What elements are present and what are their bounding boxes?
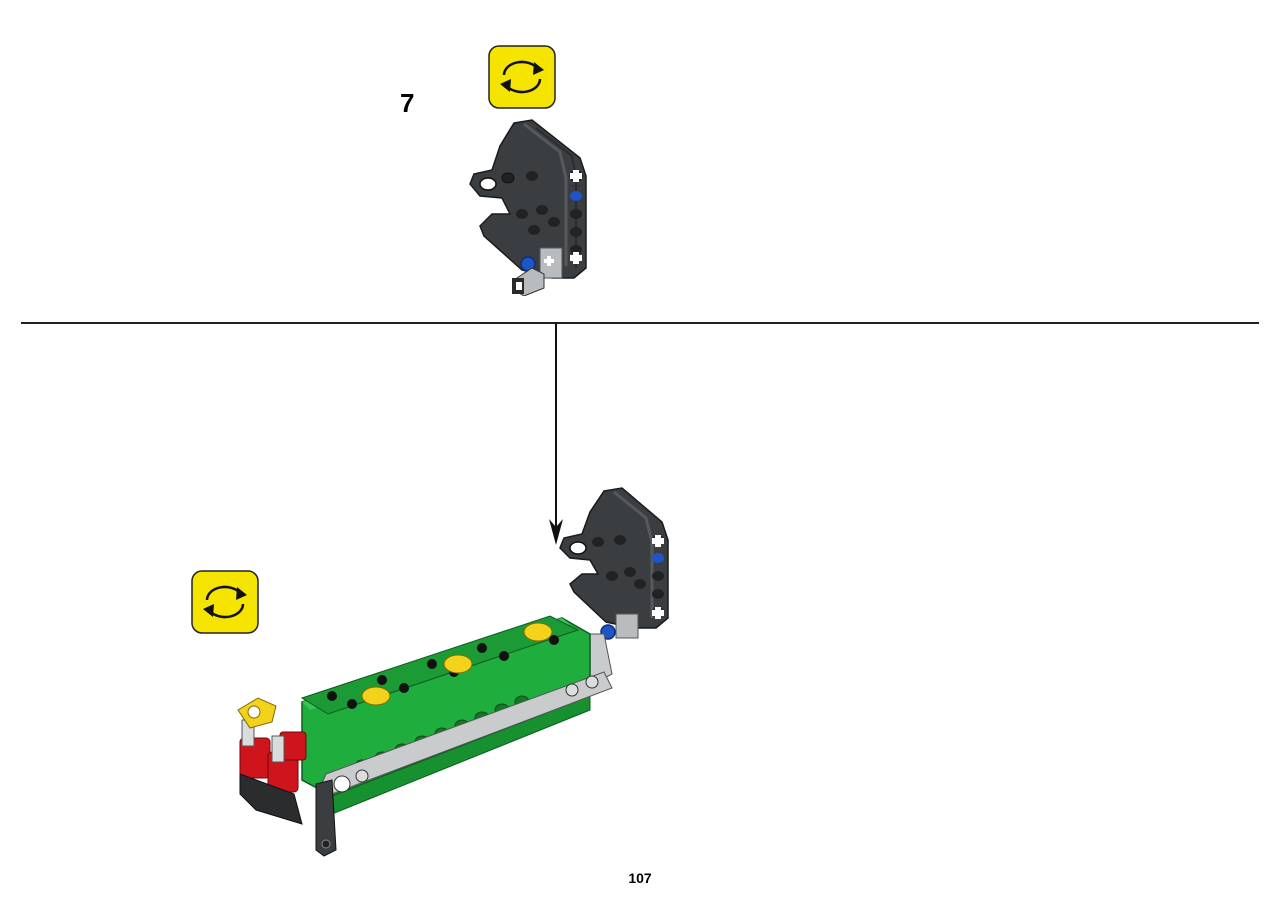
page-number: 107 xyxy=(628,870,652,886)
sub-assembly-illustration xyxy=(469,119,587,296)
rotate-model-icon xyxy=(191,570,259,634)
section-divider xyxy=(21,322,1259,324)
step-number: 7 xyxy=(400,88,415,118)
placement-arrow xyxy=(549,323,563,545)
main-assembly-illustration xyxy=(237,487,669,857)
rotate-model-icon xyxy=(488,45,556,109)
